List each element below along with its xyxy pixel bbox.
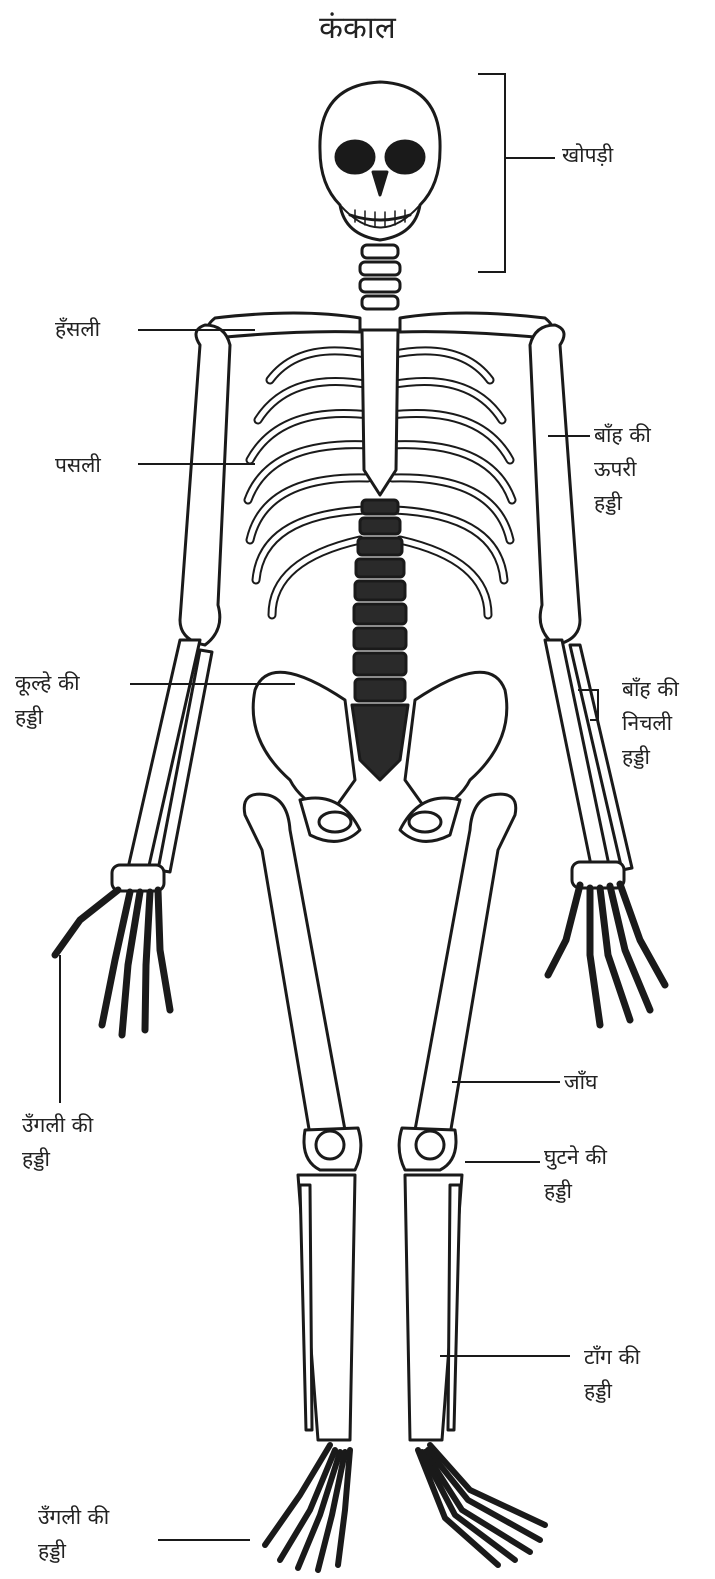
- label-hip-line2: हड्डी: [15, 700, 80, 734]
- label-hip-line1: कूल्हे की: [15, 666, 80, 700]
- label-rib-text: पसली: [55, 448, 101, 482]
- label-finger-bone-line2: हड्डी: [22, 1142, 93, 1176]
- label-knee-line2: हड्डी: [544, 1174, 607, 1208]
- label-leg: टाँग की हड्डी: [584, 1340, 640, 1408]
- label-upper-arm-line1: बाँह की: [594, 418, 651, 452]
- left-leg-drawing: [244, 794, 361, 1440]
- right-hand-drawing: [548, 884, 665, 1025]
- label-toe-bone-line1: उँगली की: [38, 1500, 109, 1534]
- label-skull: खोपड़ी: [562, 138, 613, 172]
- sternum-drawing: [362, 330, 398, 495]
- label-thigh-text: जाँघ: [564, 1065, 597, 1099]
- label-collarbone-text: हँसली: [55, 312, 100, 346]
- label-skull-text: खोपड़ी: [562, 138, 613, 172]
- right-foot-drawing: [418, 1445, 545, 1565]
- skull-bracket: [478, 74, 555, 272]
- label-toe-bone: उँगली की हड्डी: [38, 1500, 109, 1568]
- label-lower-arm-line2: निचली: [622, 706, 679, 740]
- label-knee-line1: घुटने की: [544, 1140, 607, 1174]
- label-finger-bone: उँगली की हड्डी: [22, 1108, 93, 1176]
- label-upper-arm-line3: हड्डी: [594, 486, 651, 520]
- label-rib: पसली: [55, 448, 101, 482]
- label-lower-arm-line3: हड्डी: [622, 740, 679, 774]
- label-upper-arm: बाँह की ऊपरी हड्डी: [594, 418, 651, 520]
- right-leg-drawing: [399, 794, 516, 1440]
- label-leg-line2: हड्डी: [584, 1374, 640, 1408]
- label-lower-arm: बाँह की निचली हड्डी: [622, 672, 679, 774]
- label-lower-arm-line1: बाँह की: [622, 672, 679, 706]
- left-hand-drawing: [55, 890, 170, 1035]
- left-arm-drawing: [112, 325, 230, 891]
- left-foot-drawing: [265, 1445, 350, 1570]
- label-upper-arm-line2: ऊपरी: [594, 452, 651, 486]
- label-leg-line1: टाँग की: [584, 1340, 640, 1374]
- skull-drawing: [320, 82, 440, 240]
- label-finger-bone-line1: उँगली की: [22, 1108, 93, 1142]
- label-toe-bone-line2: हड्डी: [38, 1534, 109, 1568]
- right-arm-drawing: [530, 325, 632, 888]
- label-knee: घुटने की हड्डी: [544, 1140, 607, 1208]
- diagram-title: कंकाल: [0, 6, 715, 48]
- neck-vertebrae: [360, 245, 400, 309]
- label-thigh: जाँघ: [564, 1065, 597, 1099]
- label-collarbone: हँसली: [55, 312, 100, 346]
- spine-drawing: [354, 500, 406, 701]
- label-hip: कूल्हे की हड्डी: [15, 666, 80, 734]
